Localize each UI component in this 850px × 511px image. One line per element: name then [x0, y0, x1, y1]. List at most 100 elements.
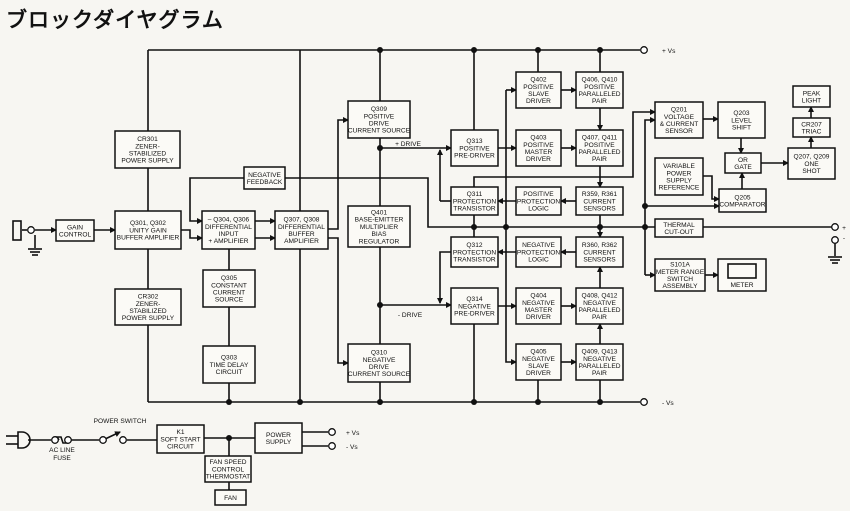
block-q404-label: MASTER — [525, 307, 553, 314]
fuse-label-1: AC LINE — [49, 447, 75, 454]
block-psu-label: SUPPLY — [266, 439, 292, 446]
block-q404-frame — [515, 287, 562, 325]
block-q203-frame — [717, 101, 766, 139]
block-q207-label: ONE — [804, 161, 819, 168]
ps-neg-label: - Vs — [346, 444, 358, 451]
block-q205-frame — [718, 188, 767, 213]
block-q407-label: PAIR — [592, 156, 607, 163]
block-npl-label: LOGIC — [528, 257, 549, 264]
block-s101a-frame — [654, 258, 706, 292]
block-q305-label: Q305 — [221, 275, 237, 282]
block-q405-label: Q405 — [530, 349, 546, 356]
block-q307-label: AMPLIFIER — [284, 238, 319, 245]
block-q314-label: NEGATIVE — [458, 303, 491, 310]
block-cr302-label: ZENER- — [136, 301, 161, 308]
block-q409-label: NEGATIVE — [583, 356, 616, 363]
terminal-circle — [640, 398, 648, 406]
block-q403-label: MASTER — [525, 149, 553, 156]
block-meter-label: METER — [730, 282, 753, 289]
block-q402-label: Q402 — [530, 77, 546, 84]
wire — [505, 90, 517, 365]
block-cr207-label: TRIAC — [802, 129, 822, 136]
block-q303-label: Q303 — [221, 355, 237, 362]
block-q408-label: Q408, Q412 — [582, 293, 618, 300]
block-cr207-frame — [792, 117, 831, 138]
block-q203-label: Q203 — [733, 110, 749, 117]
power-switch-label: POWER SWITCH — [94, 418, 147, 425]
block-k1-label: CIRCUIT — [167, 444, 194, 451]
block-psu-label: POWER — [266, 432, 291, 439]
block-q311-label: PROTECTION — [453, 198, 496, 205]
block-q405-label: NEGATIVE — [522, 356, 555, 363]
block-q205-label: Q205 — [734, 194, 750, 201]
block-q401-label: BIAS — [371, 231, 387, 238]
block-vpsr-label: VARIABLE — [663, 163, 695, 170]
block-cr301-label: ZENER- — [135, 143, 160, 150]
ground-icon — [28, 248, 42, 256]
block-fanctl-frame — [204, 455, 252, 483]
block-q310-label: DRIVE — [369, 364, 390, 371]
block-q404-label: DRIVER — [526, 314, 551, 321]
block-q401-label: REGULATOR — [359, 238, 400, 245]
block-q309-label: POSITIVE — [364, 113, 395, 120]
block-q307-label: BUFFER — [288, 231, 315, 238]
block-q314-label: Q314 — [466, 296, 482, 303]
pos-drive-label: + DRIVE — [395, 141, 421, 148]
block-fan: FAN — [214, 489, 247, 506]
wire — [644, 117, 656, 275]
wire — [181, 229, 203, 241]
junction-dot — [297, 399, 303, 405]
block-q405-label: DRIVER — [526, 370, 551, 377]
block-negfb-label: FEEDBACK — [247, 179, 283, 186]
block-peak-label: LIGHT — [802, 98, 821, 105]
block-r360-label: R360, R362 — [582, 242, 618, 249]
wire — [328, 117, 349, 230]
block-r360-frame — [575, 236, 624, 268]
block-gain-label: CONTROL — [59, 232, 92, 239]
block-q310-frame — [347, 343, 411, 383]
block-q404-label: NEGATIVE — [522, 300, 555, 307]
block-q311-label: TRANSISTOR — [453, 206, 496, 213]
block-q407-label: Q407, Q411 — [582, 135, 618, 142]
meter-face-icon — [727, 263, 757, 279]
block-r359-label: R359, R361 — [582, 191, 618, 198]
terminal-circle — [640, 46, 648, 54]
block-q401-label: BASE-EMITTER — [355, 217, 404, 224]
output-pos-label: + — [842, 225, 846, 232]
block-q307-label: Q307, Q308 — [284, 217, 320, 224]
wire — [703, 175, 720, 202]
block-ppl-frame — [515, 186, 562, 216]
block-peak-label: PEAK — [803, 90, 821, 97]
block-q403-label: POSITIVE — [523, 142, 554, 149]
block-s101a-label: METER RANGE — [656, 269, 705, 276]
block-negfb-label: NEGATIVE — [248, 172, 281, 179]
block-cr302-label: STABILIZED — [129, 308, 166, 315]
block-npl-label: NEGATIVE — [522, 242, 555, 249]
block-thermal-label: CUT-OUT — [664, 229, 693, 236]
wire — [437, 251, 451, 304]
junction-dot — [377, 302, 383, 308]
block-q305-frame — [202, 269, 256, 308]
block-q407-frame — [575, 129, 624, 167]
block-vpsr-frame — [654, 157, 704, 196]
block-cr301-label: STABILIZED — [129, 151, 166, 158]
page-title: ブロックダイヤグラム — [6, 8, 224, 32]
block-q401-frame — [347, 205, 411, 248]
block-q402-label: SLAVE — [528, 91, 549, 98]
terminal-circle — [27, 226, 35, 234]
block-q307-frame — [274, 210, 329, 250]
block-orgate-label: OR — [738, 157, 748, 164]
block-q403-label: DRIVER — [526, 156, 551, 163]
terminal-circle — [99, 436, 107, 444]
block-q408-label: PAIR — [592, 314, 607, 321]
